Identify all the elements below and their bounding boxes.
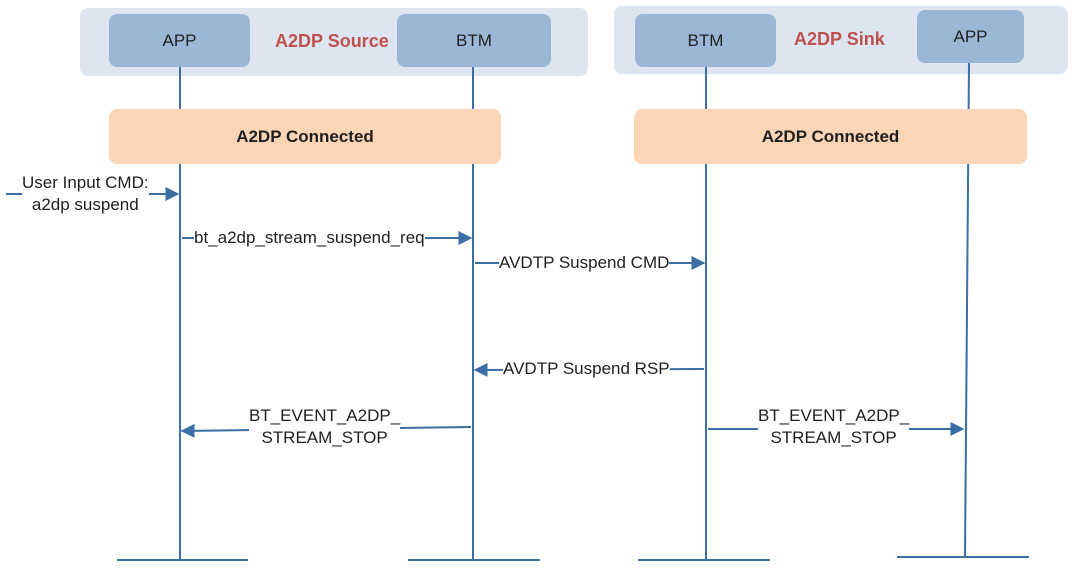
- event-sink-label: BT_EVENT_A2DP_ STREAM_STOP: [758, 405, 910, 449]
- sink-app-label: APP: [953, 26, 988, 46]
- user-input-line2: a2dp suspend: [22, 194, 149, 216]
- source-btm-box: BTM: [397, 14, 551, 67]
- source-state-box: A2DP Connected: [109, 109, 501, 164]
- event-source-line1: BT_EVENT_A2DP_: [249, 405, 401, 427]
- sink-state-box: A2DP Connected: [634, 109, 1027, 164]
- avdtp-rsp-label: AVDTP Suspend RSP: [503, 358, 670, 380]
- source-app-label: APP: [162, 30, 197, 50]
- suspend-req-label: bt_a2dp_stream_suspend_req: [194, 227, 425, 249]
- event-source-line2: STREAM_STOP: [249, 427, 401, 449]
- source-state-label: A2DP Connected: [236, 126, 374, 146]
- event-source-label: BT_EVENT_A2DP_ STREAM_STOP: [249, 405, 401, 449]
- user-input-line1: User Input CMD:: [22, 172, 149, 194]
- source-app-box: APP: [109, 14, 250, 67]
- event-sink-line1: BT_EVENT_A2DP_: [758, 405, 910, 427]
- source-btm-label: BTM: [456, 30, 492, 50]
- avdtp-cmd-label: AVDTP Suspend CMD: [499, 252, 670, 274]
- sink-state-label: A2DP Connected: [761, 126, 900, 146]
- user-input-label: User Input CMD: a2dp suspend: [22, 172, 149, 216]
- source-group-title: A2DP Source: [275, 31, 389, 51]
- sink-app-box: APP: [917, 10, 1024, 63]
- sink-btm-label: BTM: [687, 30, 724, 50]
- sink-btm-box: BTM: [635, 14, 776, 67]
- sink-group-title: A2DP Sink: [794, 29, 885, 49]
- event-sink-line2: STREAM_STOP: [758, 427, 910, 449]
